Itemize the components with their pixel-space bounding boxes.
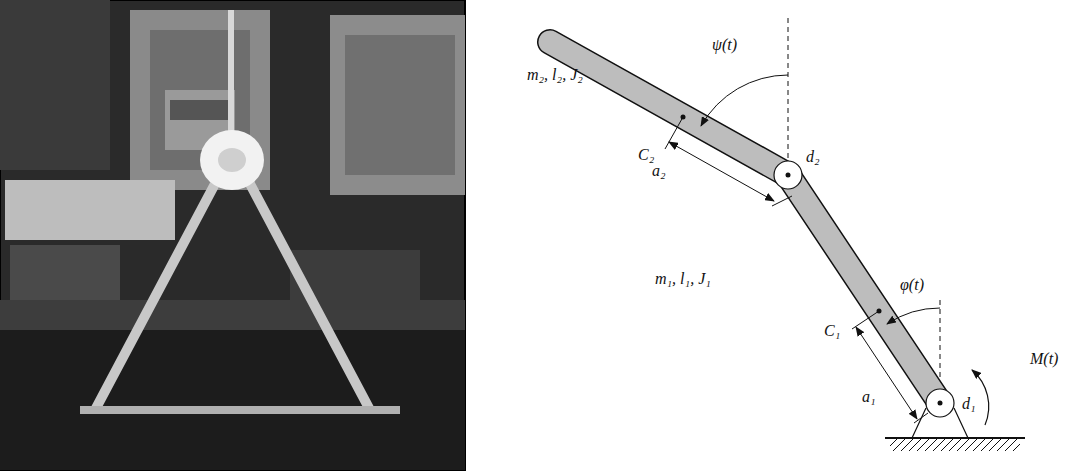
dimension-arrow xyxy=(669,142,774,201)
ground-hatch xyxy=(890,439,1020,451)
torque-label: M(t) xyxy=(1030,350,1058,368)
photo xyxy=(0,0,465,470)
parameter-label: m₂, l₂, J₂ xyxy=(527,66,583,84)
ground-line xyxy=(885,437,1025,439)
vertical-reference xyxy=(940,300,941,386)
joint-label: d₁ xyxy=(962,395,976,413)
pendulum-links xyxy=(550,42,940,403)
dimension-label: a₂ xyxy=(652,162,666,180)
com-tick xyxy=(665,117,683,149)
joint-circle xyxy=(926,389,954,417)
vertical-reference xyxy=(788,18,789,158)
parameter-label: m₁, l₁, J₁ xyxy=(655,270,711,288)
joint-circle xyxy=(774,161,802,189)
point-label: C₂ xyxy=(638,146,654,164)
angle-label: φ(t) xyxy=(900,276,924,294)
com-tick xyxy=(852,311,879,329)
joint-label: d₂ xyxy=(806,148,820,166)
dimension-arrow xyxy=(856,327,917,419)
dimension-label: a₁ xyxy=(862,388,876,406)
angle-arc xyxy=(701,75,788,126)
angle-arc xyxy=(887,308,940,324)
point-label: C₁ xyxy=(824,322,840,340)
angle-label: ψ(t) xyxy=(712,36,737,54)
